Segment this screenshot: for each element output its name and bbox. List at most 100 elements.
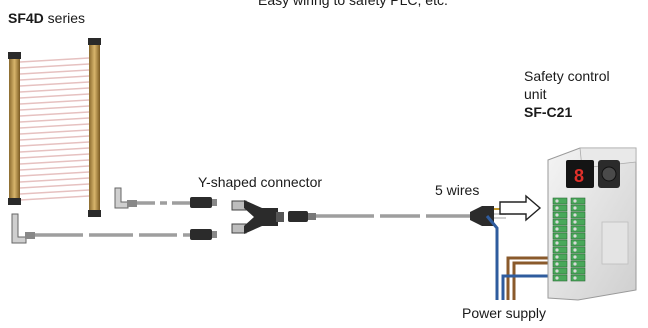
light-beam [19,99,90,105]
emitter-plug-collar [25,232,35,239]
terminal-block [552,225,568,233]
unit-terminal-block [552,197,586,282]
light-beam [19,81,90,87]
terminal-screw-icon [573,206,577,210]
light-beam [19,159,90,165]
terminal-screw-icon [573,220,577,224]
terminal-block [552,218,568,226]
light-beam [19,75,90,81]
terminal-block [570,260,586,268]
emitter-bar [9,56,20,202]
terminal-screw-icon [573,248,577,252]
unit-model-label: SF-C21 [524,104,573,120]
receiver-bar [89,42,100,214]
terminal-block [570,211,586,219]
terminal-block [552,260,568,268]
receiver-cable [114,187,217,209]
main-cable-connector [288,211,308,222]
terminal-block [570,204,586,212]
main-cable [288,206,506,226]
terminal-screw-icon [573,213,577,217]
terminal-screw-icon [555,213,559,217]
terminal-block [552,232,568,240]
wires-label: 5 wires [435,182,480,198]
terminal-block [570,246,586,254]
y-connector-port-bottom [231,223,247,234]
terminal-block [570,218,586,226]
light-beam [19,69,90,75]
light-beam [19,189,90,195]
terminal-screw-icon [573,199,577,203]
emitter-cap-top [8,52,21,59]
unit-display-digit: 8 [574,166,584,186]
y-connector-label: Y-shaped connector [198,174,323,190]
light-curtain-label: SF4D series [8,10,85,27]
light-beam [19,195,90,201]
light-beam [19,123,90,129]
terminal-screw-icon [555,248,559,252]
light-beam [19,153,90,159]
terminal-block [570,197,586,205]
receiver-cap-top [88,38,101,45]
wire-end-cap [470,206,494,226]
terminal-block [552,197,568,205]
light-beam [19,129,90,135]
receiver-cable-connector-tip [212,199,217,206]
light-beam [19,63,90,69]
light-beam [19,93,90,99]
emitter-cable [11,213,217,244]
terminal-block [570,239,586,247]
light-beam [19,171,90,177]
light-beam [19,147,90,153]
terminal-block [552,211,568,219]
light-beam [19,57,90,63]
terminal-screw-icon [573,234,577,238]
terminal-screw-icon [555,269,559,273]
receiver-plug-collar [127,200,137,207]
emitter-cable-connector-tip [212,231,217,238]
terminal-screw-icon [573,255,577,259]
emitter-cap-bottom [8,198,21,205]
light-beam [19,105,90,111]
terminal-block [570,274,586,282]
terminal-block [570,232,586,240]
terminal-block [552,274,568,282]
y-connector-body [244,200,278,234]
terminal-screw-icon [555,262,559,266]
terminal-screw-icon [555,234,559,238]
terminal-screw-icon [555,220,559,224]
terminal-block [552,204,568,212]
terminal-screw-icon [573,262,577,266]
receiver-cable-connector [190,197,212,208]
light-curtain [8,38,101,217]
receiver-cap-bottom [88,210,101,217]
safety-control-unit: 8 [547,147,637,301]
terminal-screw-icon [573,276,577,280]
terminal-screw-icon [555,276,559,280]
terminal-screw-icon [555,241,559,245]
emitter-cable-connector [190,229,212,240]
power-wire-blue [485,215,499,300]
terminal-screw-icon [573,227,577,231]
unit-label-line1: Safety control [524,68,610,84]
signal-arrow-icon [499,194,542,222]
unit-knob-icon [601,166,617,182]
y-connector-icon [231,200,284,234]
terminal-screw-icon [555,227,559,231]
terminal-screw-icon [555,199,559,203]
terminal-block [552,267,568,275]
terminal-screw-icon [573,241,577,245]
light-beam [19,165,90,171]
unit-display [566,160,594,188]
header-caption: Easy wiring to safety PLC, etc. [258,0,448,8]
light-beam [19,183,90,189]
terminal-screw-icon [573,269,577,273]
light-curtain-model: SF4D [8,10,44,26]
light-beam [19,141,90,147]
terminal-block [552,246,568,254]
main-cable-collar [308,213,316,220]
terminal-block [552,253,568,261]
terminal-block [570,225,586,233]
light-beam [19,177,90,183]
